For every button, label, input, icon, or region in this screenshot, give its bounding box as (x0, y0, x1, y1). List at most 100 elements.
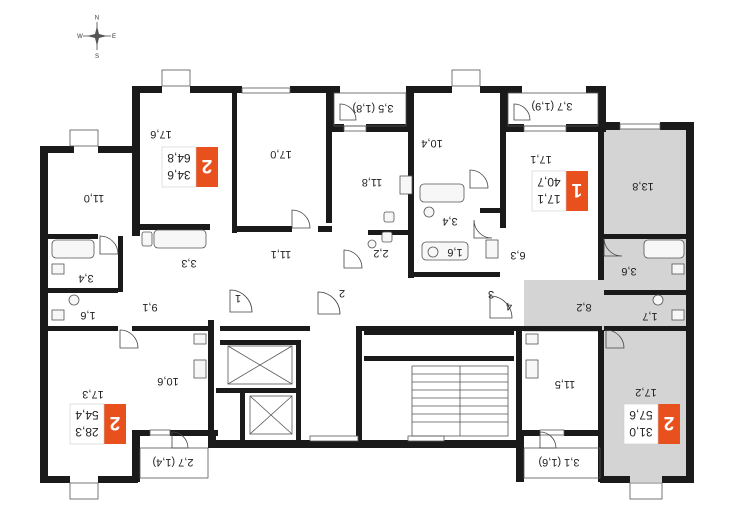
door-swing (229, 289, 253, 313)
wall-part-6 (408, 128, 414, 278)
sink-icon (525, 333, 539, 345)
compass-star (87, 26, 107, 46)
room-label: 11,5 (555, 378, 576, 390)
badge-area-box (531, 170, 567, 212)
room-label: 2,2 (373, 247, 388, 259)
wall-part-8 (48, 234, 98, 239)
room-label: 1,7 (642, 310, 657, 322)
window-9 (149, 429, 171, 436)
door-swing (99, 235, 119, 255)
room-label: 11,8 (362, 176, 383, 188)
wall-bottom-mid (208, 440, 524, 448)
wall-part-9 (48, 288, 118, 293)
door-swing (171, 431, 189, 449)
room-label: 3,7 (1,9) (532, 100, 573, 112)
room-label: 13,8 (632, 180, 653, 192)
window-12 (407, 435, 445, 442)
door-swing (317, 291, 341, 315)
compass-west-label: W (77, 34, 83, 40)
stove-icon (193, 359, 207, 379)
elevator-shaft (249, 395, 293, 435)
room-label: 6,3 (510, 249, 525, 261)
badge-area-box (161, 146, 197, 188)
wall-top-c2 (586, 86, 606, 93)
bathtub-icon (419, 183, 465, 203)
wall-part-28 (216, 388, 300, 393)
apartment-badge: 2 31,0 57,6 (623, 403, 680, 445)
door-swing (469, 169, 489, 189)
room-label: 17,3 (82, 388, 103, 400)
badge-living-area: 31,0 (629, 425, 653, 439)
sink-icon (383, 211, 395, 223)
wall-part-29 (240, 388, 245, 440)
wall-part-18 (604, 290, 686, 295)
balcony-top-right (507, 92, 599, 127)
window-11 (629, 482, 663, 500)
compass-south-label: S (95, 54, 99, 60)
room-label: 3 (488, 288, 494, 300)
wall-part-27 (220, 340, 300, 345)
wall-top-a-left (132, 86, 140, 236)
badge-area-box (69, 403, 105, 445)
wall-bottom-r3 (564, 430, 604, 436)
room-label: 2 (339, 287, 345, 299)
badge-total-area: 57,6 (629, 408, 653, 422)
badge-living-area: 17,1 (537, 192, 561, 206)
balcony-top-left (333, 92, 407, 127)
wall-part-10 (48, 326, 118, 331)
toilet-icon (367, 239, 377, 249)
toilet-icon (652, 294, 664, 306)
wall-part-7 (500, 128, 506, 228)
wall-bottom-r2 (516, 430, 540, 436)
wall-part-25 (364, 330, 514, 335)
wall-left-top (40, 146, 74, 153)
wall-part-30 (296, 340, 301, 440)
room-label: 17,6 (150, 128, 171, 140)
wall-part-14 (356, 326, 526, 331)
window-5 (523, 125, 567, 132)
badge-rooms-count: 2 (202, 155, 213, 176)
wall-part-16 (526, 326, 602, 331)
compass-icon: N E S W (77, 13, 116, 60)
room-label: 1,6 (80, 309, 95, 321)
wall-left-bottom-b (98, 476, 138, 483)
wall-right-top (600, 122, 620, 130)
bathtub-icon (153, 229, 207, 249)
elevator-cross-icon (227, 345, 293, 385)
wall-right-inner2 (598, 330, 604, 482)
sink-icon (671, 309, 685, 321)
room-label: 3,1 (1,6) (539, 456, 580, 468)
wall-part-15 (516, 326, 522, 430)
window-3 (343, 125, 367, 132)
door-swing (291, 209, 311, 229)
badge-rooms-box (658, 404, 680, 444)
wall-part-19 (604, 326, 686, 331)
sink-icon (51, 309, 65, 321)
window-4 (451, 69, 481, 87)
badge-area-box (623, 403, 659, 445)
wall-part-26 (364, 356, 514, 361)
highlight-hall-zone (524, 280, 604, 332)
room-label: 11,0 (84, 192, 105, 204)
toilet-icon (423, 206, 435, 218)
balcony-bottom-right (523, 447, 601, 479)
wall-top-b4 (500, 124, 524, 132)
door-swing (473, 219, 493, 239)
wall-top-a6 (366, 124, 414, 132)
wall-part-12 (208, 320, 214, 440)
sink-icon (141, 231, 153, 247)
door-swing (343, 249, 363, 269)
wall-part-23 (414, 272, 500, 277)
wall-part-22 (480, 208, 500, 213)
bathtub-icon (51, 239, 95, 259)
bathtub-icon (643, 239, 685, 259)
balconies (139, 92, 601, 479)
wall-part-5 (326, 93, 332, 223)
window-2 (241, 87, 291, 94)
wall-top-a5 (326, 124, 344, 132)
walls (40, 86, 694, 483)
sink-icon (51, 263, 65, 275)
apartment-badge: 1 17,1 40,7 (531, 170, 588, 212)
wall-right-outer (686, 122, 694, 482)
apartment-badge: 2 28,3 54,4 (69, 403, 126, 445)
